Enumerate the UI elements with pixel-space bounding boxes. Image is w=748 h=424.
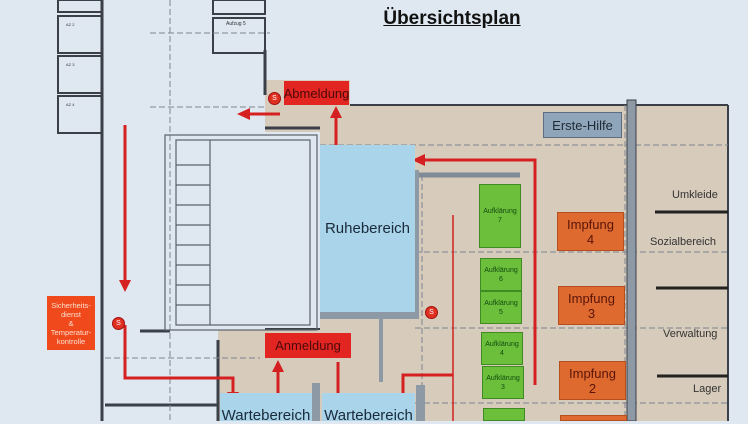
room-umkleide: Umkleide xyxy=(672,189,718,201)
sec-line: Sicherheits- xyxy=(51,300,91,310)
room-sozialbereich: Sozialbereich xyxy=(650,236,717,248)
aufklaerung-label: Aufklärung xyxy=(484,299,518,307)
page-title: Übersichtsplan xyxy=(383,8,521,29)
room-label-az3: AZ 3 xyxy=(66,62,75,67)
impfung-number: 2 xyxy=(588,380,597,396)
impfung-number: 3 xyxy=(587,305,596,321)
room-verwaltung: Verwaltung xyxy=(663,328,718,340)
room-wartebereich-1: Wartebereich xyxy=(220,393,312,424)
room-label-az2: AZ 2 xyxy=(66,22,75,27)
aufklaerung-number: 5 xyxy=(499,308,503,316)
aufklaerung-number: 3 xyxy=(501,383,505,391)
sec-line: Temperatur- xyxy=(50,327,92,337)
sec-line: dienst xyxy=(60,309,81,319)
s-marker-icon: S xyxy=(425,306,438,319)
room-erste-hilfe: Erste-Hilfe xyxy=(543,112,622,138)
aufklaerung-number: 4 xyxy=(500,349,504,357)
impfung-label: Impfung xyxy=(569,365,616,381)
room-abmeldung: Abmeldung xyxy=(284,81,349,105)
room-anmeldung: Anmeldung xyxy=(265,333,351,358)
aufklaerung-label: Aufklärung xyxy=(485,340,519,348)
room-wartebereich-2: Wartebereich xyxy=(322,393,415,424)
impfung-label: Impfung xyxy=(568,290,615,306)
aufklaerung-label: Aufklärung xyxy=(483,208,517,215)
room-lager: Lager xyxy=(693,383,722,395)
room-ruhebereich: Ruhebereich xyxy=(320,145,415,312)
aufklaerung-number: 7 xyxy=(498,217,502,224)
impfung-label: Impfung xyxy=(567,216,614,232)
room-aufklaerung-partial xyxy=(483,408,525,421)
room-label-az4: AZ 4 xyxy=(66,102,75,107)
elevator-label: Aufzug 5 xyxy=(226,21,246,27)
sec-line: kontrolle xyxy=(56,336,86,346)
aufklaerung-label: Aufklärung xyxy=(484,266,518,274)
s-marker-icon: S xyxy=(268,92,281,105)
impfung-number: 4 xyxy=(586,231,595,247)
sec-line: & xyxy=(68,318,74,328)
room-impfung-partial xyxy=(560,415,627,421)
s-marker-icon: S xyxy=(112,317,125,330)
aufklaerung-label: Aufklärung xyxy=(486,374,520,382)
aufklaerung-number: 6 xyxy=(499,275,503,283)
room-sicherheitsdienst: Sicherheits- dienst & Temperatur- kontro… xyxy=(47,296,95,350)
room-aufklaerung-7: Aufklärung 7 xyxy=(479,184,521,248)
